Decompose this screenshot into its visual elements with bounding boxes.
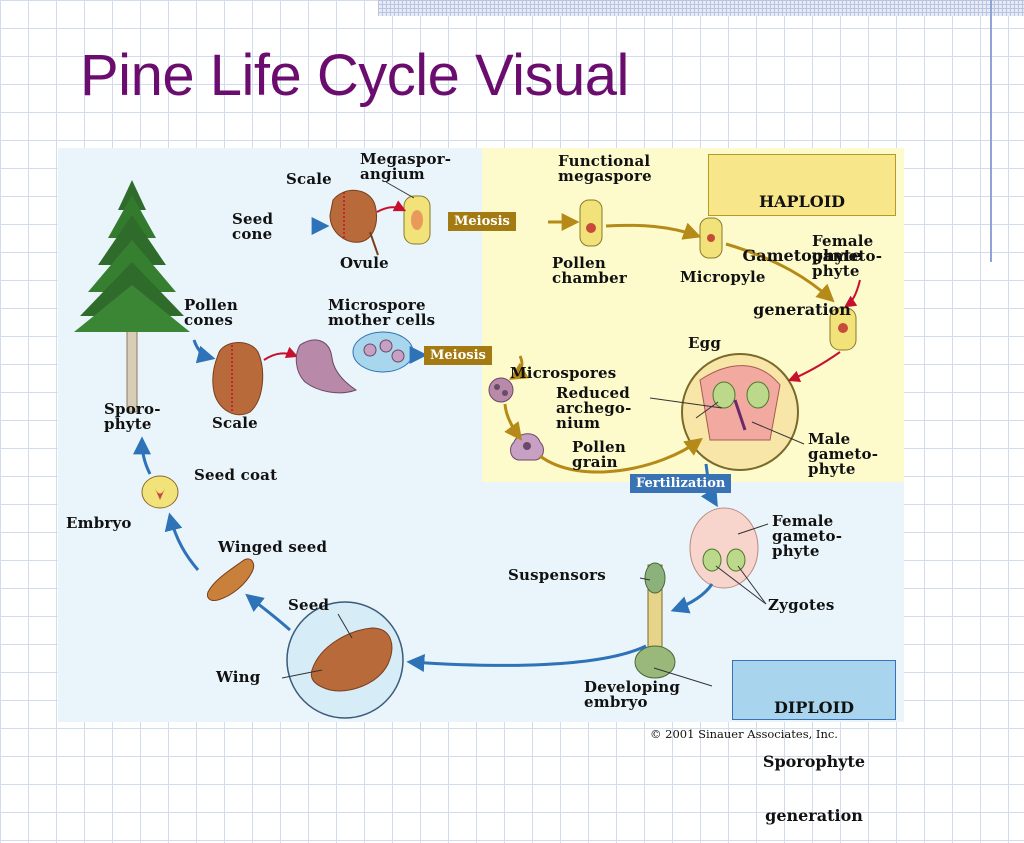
meiosis-bottom-tag: Meiosis bbox=[424, 346, 492, 365]
megasporangium-illustration bbox=[403, 195, 431, 245]
seed-cone-illustration bbox=[329, 190, 379, 256]
diploid-sublabel-1: Sporophyte bbox=[762, 752, 866, 771]
microspores-illustration bbox=[488, 377, 514, 403]
seed-wing-illustration bbox=[286, 601, 404, 719]
label-microspore-mother-cells: Microspore mother cells bbox=[328, 296, 436, 329]
microsporangium-illustration bbox=[295, 339, 358, 394]
header-decor-line bbox=[990, 0, 992, 262]
developing-embryo-illustration bbox=[634, 562, 676, 679]
pollen-cone-illustration bbox=[212, 342, 264, 416]
label-micropyle: Micropyle bbox=[680, 268, 766, 286]
diploid-label: DIPLOID bbox=[774, 698, 854, 717]
haploid-sublabel-2: generation bbox=[753, 300, 851, 319]
archegonium-illustration bbox=[681, 353, 799, 471]
label-pollen-chamber: Pollen chamber bbox=[552, 254, 627, 287]
label-suspensors: Suspensors bbox=[508, 566, 606, 584]
meiosis-top-tag: Meiosis bbox=[448, 212, 516, 231]
label-embryo: Embryo bbox=[66, 514, 132, 532]
female-gametophyte-top-illustration bbox=[829, 307, 857, 351]
functional-megaspore-illustration bbox=[579, 199, 603, 247]
diploid-sublabel-2: generation bbox=[765, 806, 863, 825]
header-decor-band bbox=[378, 0, 1024, 16]
label-sporophyte: Sporo- phyte bbox=[104, 400, 161, 433]
fertilization-tag: Fertilization bbox=[630, 474, 732, 493]
label-functional-megaspore: Functional megaspore bbox=[558, 152, 652, 185]
label-pollen-grain: Pollen grain bbox=[572, 438, 626, 471]
label-pollen-cones: Pollen cones bbox=[184, 296, 238, 329]
label-seed-coat: Seed coat bbox=[194, 466, 278, 484]
seed-coat-embryo-illustration bbox=[141, 475, 179, 509]
micropyle-illustration bbox=[699, 217, 723, 259]
haploid-label: HAPLOID bbox=[758, 192, 846, 211]
haploid-sublabel-1: Gametophyte bbox=[742, 246, 862, 265]
slide-title: Pine Life Cycle Visual bbox=[80, 43, 629, 108]
copyright-notice: © 2001 Sinauer Associates, Inc. bbox=[650, 727, 838, 741]
label-seed-cone: Seed cone bbox=[232, 210, 274, 243]
label-zygotes: Zygotes bbox=[768, 596, 835, 614]
label-seed: Seed bbox=[288, 596, 330, 614]
pine-life-cycle-diagram bbox=[74, 180, 861, 719]
label-female-gametophyte-top: Female gameto- phyte bbox=[812, 232, 883, 280]
label-megasporangium: Megaspor- angium bbox=[360, 150, 452, 183]
diploid-generation-box: DIPLOID Sporophyte generation bbox=[732, 660, 896, 825]
label-microspores: Microspores bbox=[510, 364, 617, 382]
zygote-gametophyte-illustration bbox=[689, 507, 759, 589]
pollen-grain-illustration bbox=[510, 433, 544, 461]
label-scale-bottom: Scale bbox=[212, 414, 258, 432]
label-scale-top: Scale bbox=[286, 170, 332, 188]
label-male-gametophyte: Male gameto- phyte bbox=[808, 430, 879, 478]
label-wing: Wing bbox=[216, 668, 261, 686]
label-ovule: Ovule bbox=[340, 254, 389, 272]
haploid-generation-box: HAPLOID Gametophyte generation bbox=[708, 154, 896, 319]
microspore-mother-cells-illustration bbox=[352, 331, 414, 373]
label-egg: Egg bbox=[688, 334, 722, 352]
pine-tree-illustration bbox=[74, 180, 190, 413]
label-female-gametophyte-bottom: Female gameto- phyte bbox=[772, 512, 843, 560]
label-winged-seed: Winged seed bbox=[218, 538, 328, 556]
label-developing-embryo: Developing embryo bbox=[584, 678, 681, 711]
label-reduced-archegonium: Reduced archego- nium bbox=[556, 384, 632, 432]
winged-seed-illustration bbox=[207, 558, 255, 601]
